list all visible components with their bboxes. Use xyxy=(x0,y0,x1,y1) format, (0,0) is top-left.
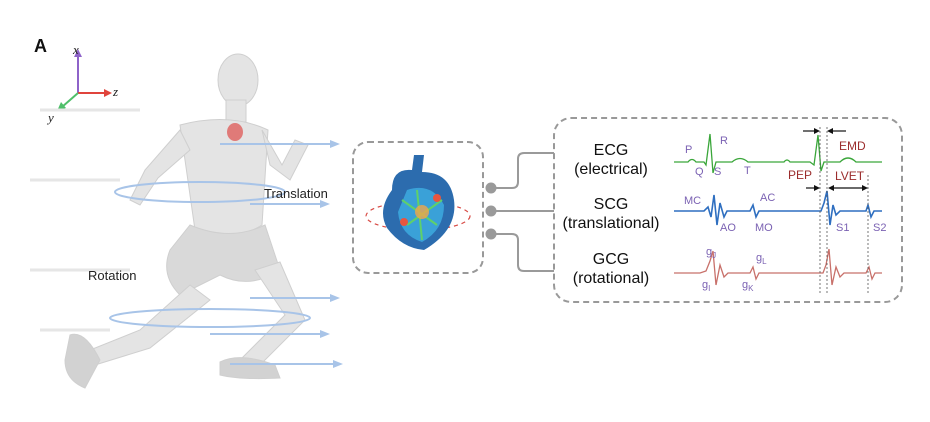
z-axis-label: z xyxy=(113,84,119,99)
gcg-gj-label: gJ xyxy=(706,246,717,261)
waveforms xyxy=(674,127,882,295)
gcg-subtitle: (rotational) xyxy=(572,270,650,287)
scg-s1-label: S1 xyxy=(836,222,850,234)
runner-illustration xyxy=(30,53,309,389)
scg-subtitle: (translational) xyxy=(562,215,660,232)
scg-title: SCG (translational) xyxy=(556,195,666,233)
scg-s2-label: S2 xyxy=(873,222,887,234)
lvet-label: LVET xyxy=(835,169,865,183)
scg-ao-label: AO xyxy=(720,222,736,234)
ecg-name: ECG xyxy=(593,142,629,159)
ecg-r-label: R xyxy=(720,135,728,147)
scg-name: SCG xyxy=(593,196,629,213)
ecg-trace xyxy=(674,133,882,174)
gcg-title: GCG (rotational) xyxy=(556,250,666,288)
rotation-label: Rotation xyxy=(88,268,137,283)
scg-mo-label: MO xyxy=(755,222,773,234)
gcg-gl-label: gL xyxy=(756,252,767,267)
ecg-t-label: T xyxy=(744,165,751,177)
heart-panel xyxy=(352,141,484,274)
ecg-q-label: Q xyxy=(695,166,704,178)
pep-label: PEP xyxy=(788,168,813,182)
gcg-trace xyxy=(674,248,882,286)
ecg-title: ECG (electrical) xyxy=(556,141,666,179)
emd-label: EMD xyxy=(839,139,866,153)
motion-arrows xyxy=(109,140,343,368)
coordinate-axes xyxy=(57,49,112,111)
signals-panel xyxy=(553,117,903,303)
gcg-name: GCG xyxy=(592,251,630,268)
heart-illustration xyxy=(365,155,471,250)
ecg-subtitle: (electrical) xyxy=(574,161,648,178)
ecg-s-label: S xyxy=(714,166,722,178)
panel-label: A xyxy=(34,36,47,56)
scg-ac-label: AC xyxy=(760,192,776,204)
gcg-gk-label: gK xyxy=(742,279,754,294)
translation-label: Translation xyxy=(264,186,328,201)
x-axis-label: x xyxy=(73,42,79,57)
gcg-gi-label: gI xyxy=(702,279,711,294)
ecg-p-label: P xyxy=(685,144,693,156)
scg-trace xyxy=(674,190,882,226)
scg-mc-label: MC xyxy=(684,195,702,207)
y-axis-label: y xyxy=(48,110,54,125)
signal-connectors xyxy=(485,152,554,272)
